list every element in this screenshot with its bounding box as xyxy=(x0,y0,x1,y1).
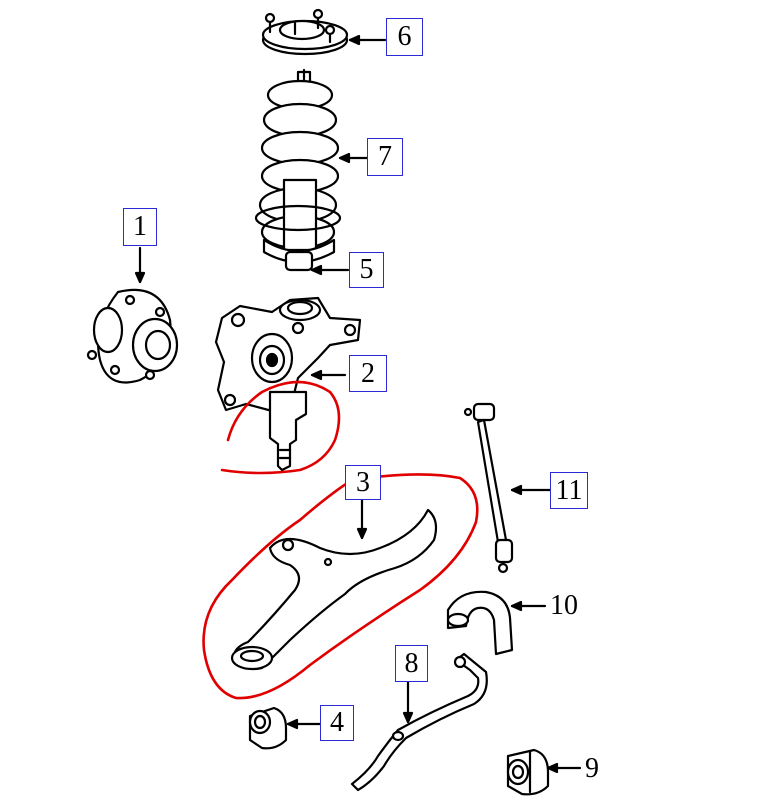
highlight-ball-joint-mark xyxy=(220,380,341,475)
leader-11 xyxy=(510,484,552,496)
callout-2: 2 xyxy=(349,355,387,392)
leader-9 xyxy=(546,762,582,774)
leader-4 xyxy=(286,718,322,730)
leader-6 xyxy=(348,34,387,46)
strut-mount-part xyxy=(261,8,349,56)
coil-spring-part xyxy=(254,68,342,272)
callout-9: 9 xyxy=(585,753,599,784)
leader-1 xyxy=(134,246,146,284)
callout-11: 11 xyxy=(550,472,588,509)
callout-1: 1 xyxy=(123,208,157,246)
leader-5 xyxy=(310,264,350,276)
leader-10 xyxy=(510,600,547,612)
callout-4: 4 xyxy=(320,705,354,741)
bushing-part xyxy=(248,706,288,750)
callout-5: 5 xyxy=(349,252,384,288)
callout-3: 3 xyxy=(345,465,381,500)
mount-bushing-part xyxy=(506,748,550,796)
leader-7 xyxy=(338,152,374,164)
stabilizer-bushing-part xyxy=(446,590,514,656)
leader-8 xyxy=(402,680,414,724)
steering-knuckle-part xyxy=(214,296,362,472)
stabilizer-link-part xyxy=(463,402,514,574)
highlight-control-arm-mark xyxy=(202,473,479,700)
callout-7: 7 xyxy=(367,138,403,176)
leader-2 xyxy=(310,369,347,381)
leader-3 xyxy=(356,498,368,540)
lower-control-arm-part xyxy=(230,508,438,671)
callout-10: 10 xyxy=(550,590,578,621)
callout-6: 6 xyxy=(386,18,423,56)
wheel-hub-part xyxy=(86,288,179,384)
stabilizer-bar-part xyxy=(350,652,488,792)
callout-8: 8 xyxy=(395,645,428,682)
